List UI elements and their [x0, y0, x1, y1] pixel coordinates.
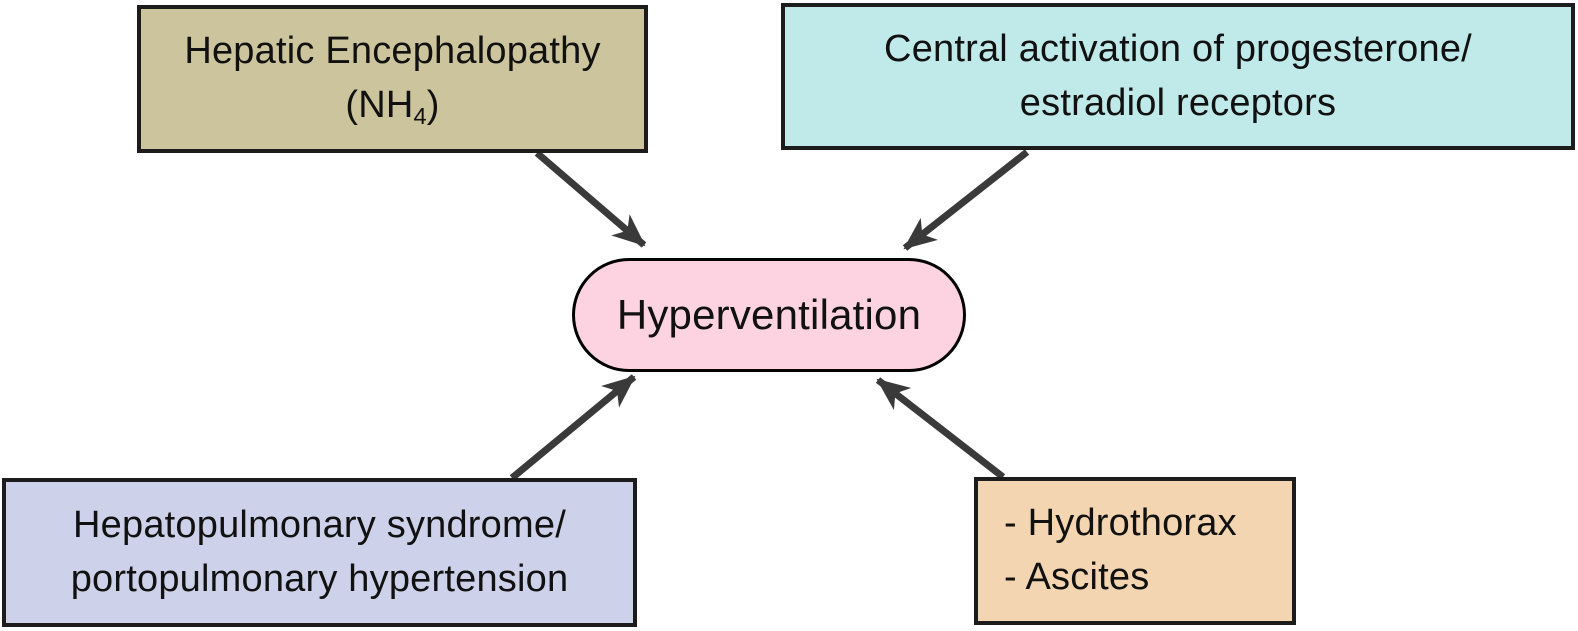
- node-central-line2: estradiol receptors: [1019, 81, 1337, 124]
- arrow-hepatopulmonary-to-hyperventilation: [509, 374, 637, 481]
- node-central-activation: Central activation of progesterone/ estr…: [781, 3, 1575, 150]
- node-effusions-line2: - Ascites: [1004, 556, 1150, 598]
- node-hydrothorax-ascites: - Hydrothorax - Ascites: [974, 477, 1296, 625]
- node-central-line1: Central activation of progesterone/: [884, 27, 1472, 70]
- node-hepatopulmonary-line2: portopulmonary hypertension: [70, 557, 569, 600]
- arrow-central-activation-to-hyperventilation: [902, 149, 1030, 251]
- node-hyperventilation: Hyperventilation: [572, 258, 966, 372]
- nh4-subscript: 4: [413, 102, 427, 129]
- node-hepatic-encephalopathy: Hepatic Encephalopathy (NH4): [137, 5, 648, 153]
- node-hyperventilation-label: Hyperventilation: [616, 291, 922, 339]
- node-hepatopulmonary-syndrome: Hepatopulmonary syndrome/ portopulmonary…: [2, 478, 637, 627]
- arrow-hepatic-to-hyperventilation: [534, 150, 647, 248]
- nh4-suffix: ): [426, 84, 440, 126]
- nh4-prefix: (NH: [345, 84, 414, 126]
- node-effusions-line1: - Hydrothorax: [1004, 502, 1237, 545]
- arrow-effusions-to-hyperventilation: [875, 377, 1006, 480]
- node-hepatic-line1: Hepatic Encephalopathy: [184, 30, 601, 73]
- node-hepatopulmonary-line1: Hepatopulmonary syndrome/: [73, 503, 566, 546]
- node-hepatic-line2: (NH4): [345, 79, 439, 133]
